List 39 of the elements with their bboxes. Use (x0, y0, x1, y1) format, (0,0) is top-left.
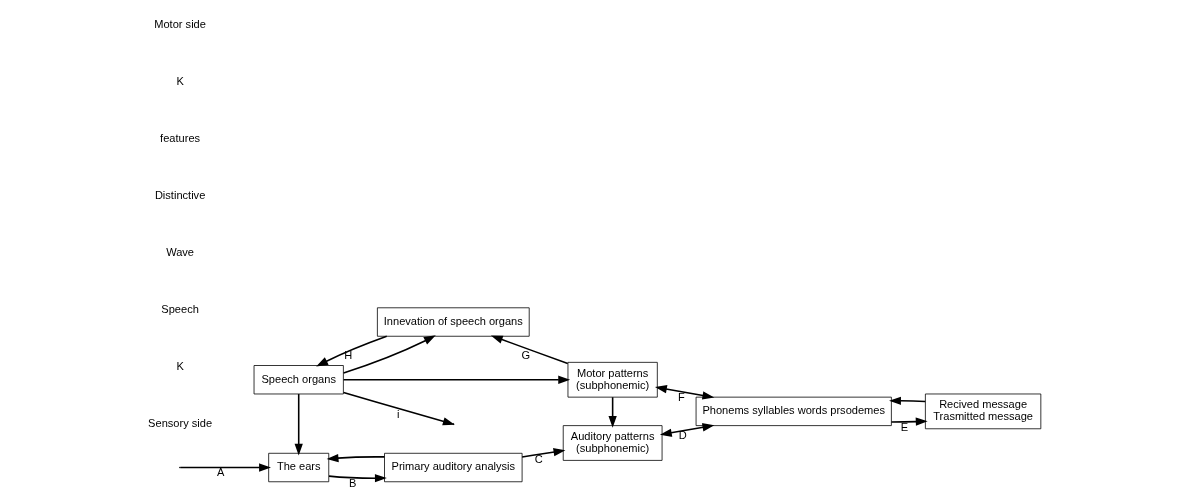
edge-label: H (344, 348, 353, 361)
label: K (176, 75, 184, 88)
arrow (180, 463, 271, 472)
edge-label: F (677, 391, 685, 404)
arrow (326, 453, 386, 463)
arrow (294, 393, 303, 456)
edge-label: E (900, 420, 909, 433)
node-box: Recived message Trasmitted message (925, 393, 1042, 430)
arrow (328, 474, 387, 483)
arrow (655, 385, 715, 400)
label: Speech (161, 303, 199, 316)
node-box: The ears (268, 452, 330, 483)
edge-label: i (397, 407, 400, 420)
label: Wave (166, 246, 195, 259)
node-box: Motor patterns (subphonemic) (567, 361, 658, 398)
edge-label: C (534, 452, 543, 465)
arrow (342, 335, 436, 374)
arrow (316, 335, 388, 367)
node-box: Innevation of speech organs (377, 307, 530, 337)
arrow (608, 396, 617, 428)
node-box: Speech organs (253, 365, 344, 395)
node-box: Auditory patterns (subphonemic) (562, 425, 663, 461)
edge-label: A (217, 466, 225, 479)
label: K (176, 360, 184, 373)
arrow (659, 423, 715, 437)
edge-label: D (678, 428, 687, 441)
label: Sensory side (148, 416, 213, 429)
label: features (160, 132, 201, 145)
label: Distinctive (154, 189, 206, 202)
arrow (890, 417, 928, 426)
node-box: Primary auditory analysis (384, 452, 523, 483)
node-box: Phonems syllables words prsodemes (695, 396, 892, 426)
label: Motor side (154, 18, 206, 31)
arrow (490, 335, 569, 365)
edge-label: B (349, 476, 357, 489)
arrow (521, 447, 566, 458)
edge-label: G (521, 348, 531, 361)
arrow (342, 375, 571, 384)
arrow (889, 396, 927, 405)
